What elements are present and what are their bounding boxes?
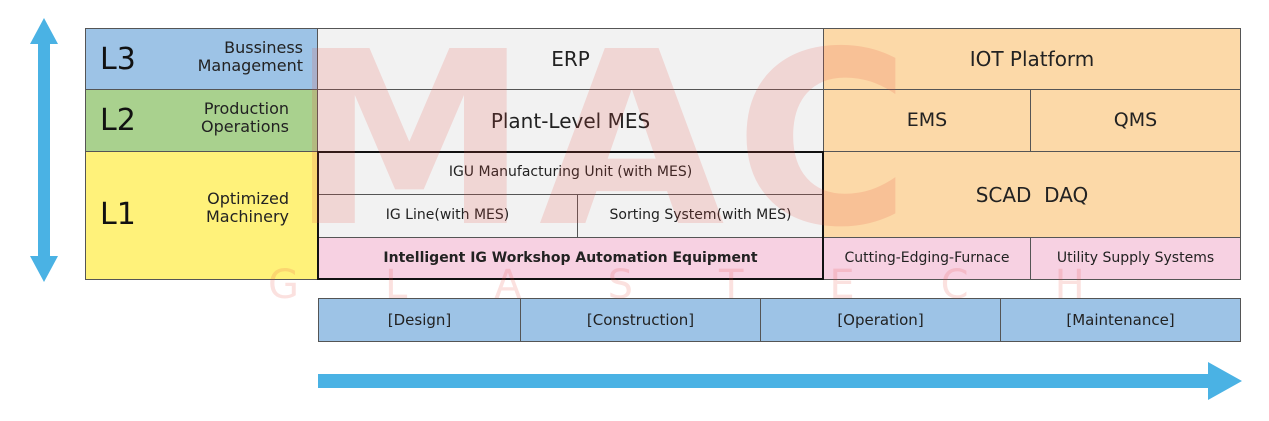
level-name-l2: Production Operations <box>201 99 289 137</box>
cutting-edging-furnace-block: Cutting-Edging-Furnace <box>823 237 1031 280</box>
level-l3-cell: L3 Bussiness Management <box>85 28 318 90</box>
lifecycle-maintenance: [Maintenance] <box>1000 298 1241 342</box>
lifecycle-design: [Design] <box>318 298 521 342</box>
level-name-l3: Bussiness Management <box>197 38 303 76</box>
level-code-l3: L3 <box>100 42 136 77</box>
ig-line-block: IG Line(with MES) <box>317 194 578 238</box>
iot-platform-block: IOT Platform <box>823 28 1241 90</box>
plant-mes-block: Plant-Level MES <box>317 89 824 152</box>
sorting-system-block: Sorting System(with MES) <box>577 194 824 238</box>
level-code-l2: L2 <box>100 103 136 138</box>
level-name-l1: Optimized Machinery <box>205 189 289 227</box>
workshop-automation-equipment: Intelligent IG Workshop Automation Equip… <box>317 237 824 280</box>
scad-daq-block: SCAD DAQ <box>823 151 1241 238</box>
horizontal-arrow-icon <box>318 362 1242 400</box>
level-l1-cell: L1 Optimized Machinery <box>85 151 318 280</box>
lifecycle-construction: [Construction] <box>520 298 761 342</box>
level-l2-cell: L2 Production Operations <box>85 89 318 152</box>
lifecycle-operation: [Operation] <box>760 298 1001 342</box>
ems-block: EMS <box>823 89 1031 152</box>
igu-manufacturing-unit: IGU Manufacturing Unit (with MES) <box>317 151 824 195</box>
qms-block: QMS <box>1030 89 1241 152</box>
erp-block: ERP <box>317 28 824 90</box>
utility-supply-systems-block: Utility Supply Systems <box>1030 237 1241 280</box>
vertical-double-arrow-icon <box>30 18 58 282</box>
level-code-l1: L1 <box>100 197 136 232</box>
